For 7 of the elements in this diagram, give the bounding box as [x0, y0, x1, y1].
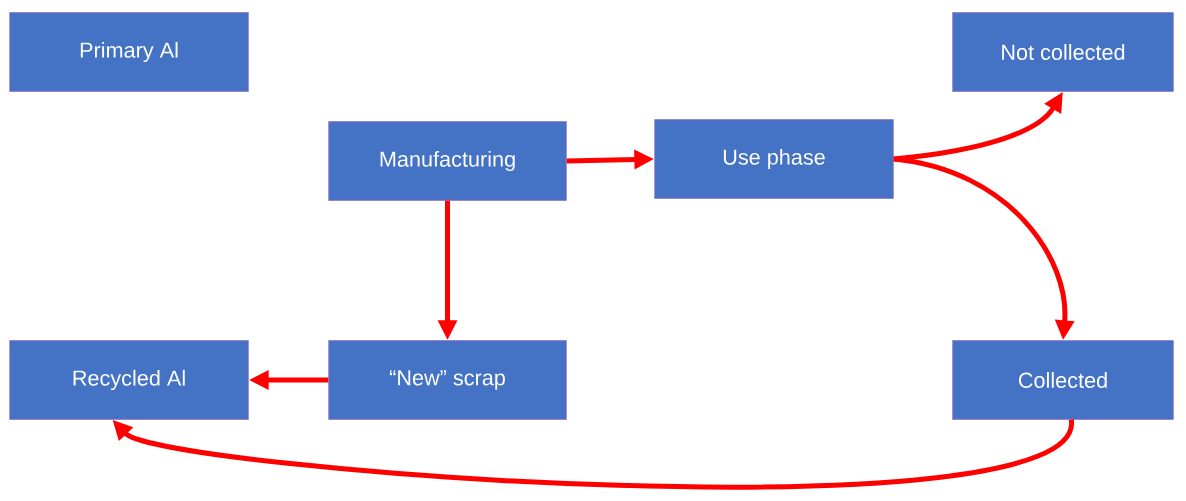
- process-box: Manufacturing: [328, 121, 567, 201]
- process-box: Not collected: [952, 12, 1174, 92]
- process-box: “New” scrap: [328, 340, 567, 420]
- process-box: Primary Al: [9, 12, 249, 92]
- process-box: Recycled Al: [9, 340, 249, 420]
- process-box: Use phase: [654, 119, 894, 199]
- process-box: Collected: [952, 340, 1174, 420]
